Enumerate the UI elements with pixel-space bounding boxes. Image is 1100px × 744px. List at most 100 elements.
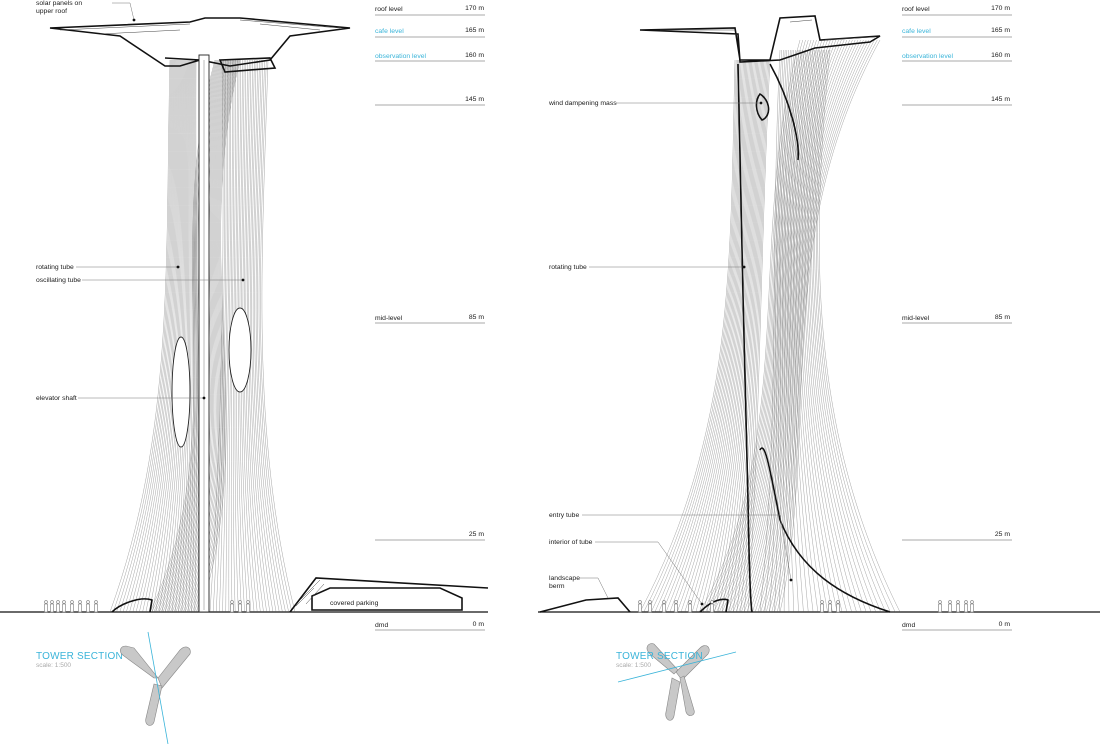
left-section-scale: scale: 1:500: [36, 662, 71, 669]
right-landscape-berm: [539, 597, 631, 613]
right-blade-c: [665, 677, 681, 721]
right-level-observation-value: 160 m: [991, 52, 1010, 59]
right-hatch-strand: [786, 49, 799, 613]
right-hatch-strand: [639, 59, 736, 613]
right-callouts: wind dampening mass rotating tube entry …: [548, 100, 793, 606]
right-hatch-strand: [702, 39, 803, 613]
left-level-dmd: dmd 0 m: [375, 621, 485, 631]
right-hatch-strand: [714, 59, 760, 613]
person-figure-body: [662, 603, 666, 613]
right-level-markers: roof level 170 m cafe level 165 m observ…: [902, 5, 1012, 631]
right-elevation: [538, 15, 1100, 613]
right-hatch-strand: [688, 59, 751, 613]
right-callout-landscape-berm-2: berm: [549, 583, 565, 590]
right-level-mid-name: mid-level: [902, 315, 930, 322]
person-figure-head: [78, 600, 82, 604]
right-hatch-strand: [665, 59, 744, 613]
right-hatch-strand: [757, 39, 859, 613]
person-figure-body: [938, 603, 942, 613]
right-hatch-strand: [647, 59, 738, 613]
right-level-145-value: 145 m: [991, 96, 1010, 103]
right-leader-dot-rotating: [742, 265, 746, 269]
person-figure-head: [246, 600, 250, 604]
right-hatch-strand: [766, 39, 867, 613]
right-hatch-strand: [774, 39, 875, 613]
left-people: [44, 600, 250, 613]
person-figure-body: [50, 603, 54, 613]
left-hatch-strand: [199, 59, 241, 613]
right-entry-tube-inner: [699, 598, 729, 613]
left-hatch-strand: [195, 59, 199, 613]
right-hatch-strand: [730, 39, 831, 613]
left-level-roof: roof level 170 m: [375, 5, 485, 16]
right-hatch-strand: [727, 39, 828, 613]
left-hatch-strand: [260, 59, 293, 613]
left-blade-b: [157, 646, 191, 689]
right-hatch-strand: [716, 39, 817, 613]
person-figure-body: [674, 603, 678, 613]
person-figure-head: [674, 600, 678, 604]
left-parking-roof: [289, 577, 489, 613]
person-figure-head: [970, 600, 974, 604]
right-roof-hatch: [660, 19, 876, 41]
person-figure-head: [828, 600, 832, 604]
right-hatch-strand: [735, 39, 837, 613]
right-hatch-strand: [729, 59, 765, 613]
left-blade-c: [145, 683, 163, 726]
left-void-lower-left: [171, 336, 191, 448]
right-hatch-strand: [779, 39, 881, 613]
right-hatch-strand: [805, 49, 857, 613]
left-callouts: solar panels on upper roof rotating tube…: [36, 0, 379, 607]
right-leader-berm: [580, 577, 609, 599]
left-hatch-strand: [168, 59, 188, 613]
right-level-observation: observation level 160 m: [902, 52, 1012, 62]
person-figure-head: [86, 600, 90, 604]
right-hatch-strand: [721, 39, 823, 613]
left-hatch-strand: [135, 59, 178, 613]
right-level-mid-value: 85 m: [995, 314, 1010, 321]
right-hatch-strand: [788, 49, 804, 613]
right-hatch-strand: [811, 49, 877, 613]
left-hatch-strand: [252, 59, 277, 613]
person-figure-body: [964, 603, 968, 613]
left-hatch-strand: [254, 59, 280, 613]
right-level-observation-name: observation level: [902, 53, 953, 60]
right-hatch-strand: [680, 59, 749, 613]
right-hatch-strand: [738, 39, 839, 613]
left-hatch-strand: [194, 59, 238, 613]
right-hatch-strand: [699, 39, 801, 613]
left-hatch-strand: [192, 59, 237, 613]
person-figure-head: [94, 600, 98, 604]
right-level-mid: mid-level 85 m: [902, 314, 1012, 324]
right-hatch-strand: [677, 59, 748, 613]
left-hatch-strand: [109, 59, 171, 613]
left-hatch-strand: [184, 59, 193, 613]
person-figure-head: [938, 600, 942, 604]
left-blade-a: [120, 645, 159, 679]
person-figure-body: [648, 603, 652, 613]
left-hatch-strand: [216, 59, 227, 613]
left-hatch-strand: [222, 59, 230, 613]
right-leader-dot-wind: [759, 101, 763, 105]
left-solar-panels: [59, 19, 341, 35]
person-figure-head: [50, 600, 54, 604]
left-hatch-strand: [181, 59, 192, 613]
left-level-dmd-name: dmd: [375, 622, 388, 629]
right-leader-dot-interior: [700, 602, 704, 606]
left-callout-oscillating-tube: oscillating tube: [36, 277, 81, 284]
person-figure-head: [230, 600, 234, 604]
right-hatch-strand: [817, 49, 896, 613]
right-hatch-strand: [771, 39, 872, 613]
right-level-roof-name: roof level: [902, 6, 930, 13]
person-figure-body: [86, 603, 90, 613]
right-section-scale: scale: 1:500: [616, 662, 651, 669]
right-people: [638, 600, 974, 613]
right-hatch-strand: [774, 49, 786, 613]
right-callout-entry-tube: entry tube: [549, 512, 579, 519]
left-level-cafe-value: 165 m: [465, 27, 484, 34]
left-callout-solar-panels-2: upper roof: [36, 8, 67, 15]
right-level-cafe: cafe level 165 m: [902, 27, 1012, 38]
right-hatch-strand: [708, 39, 809, 613]
person-figure-head: [688, 600, 692, 604]
right-hatch-strand: [684, 59, 750, 613]
